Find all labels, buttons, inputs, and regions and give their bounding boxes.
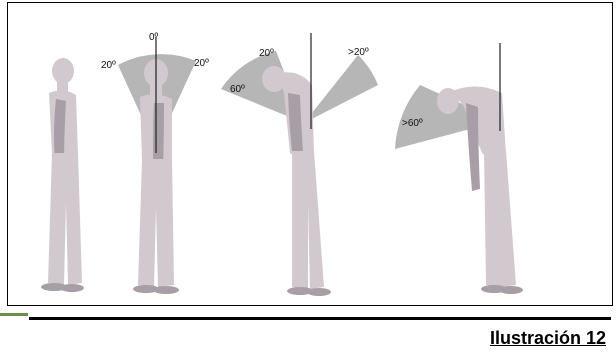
legs-shape xyxy=(48,153,82,285)
angle-label-left-20: 20º xyxy=(101,61,116,71)
angle-label-flexion-60: 60º xyxy=(230,85,245,95)
angle-label-extension-over-20: >20º xyxy=(348,48,369,58)
angle-label-flexion-over-60: >60º xyxy=(402,119,423,129)
posture-illustration xyxy=(8,3,613,306)
extension-sector xyxy=(304,55,378,123)
legs-shape xyxy=(138,159,174,287)
figure-neck-flexion-extreme xyxy=(395,43,523,294)
foot-shape xyxy=(307,288,331,296)
figure-caption: Ilustración 12 xyxy=(490,328,606,349)
legs-shape xyxy=(484,151,516,287)
caption-rule xyxy=(29,317,611,320)
foot-shape xyxy=(499,286,523,294)
legs-shape xyxy=(292,151,324,289)
angle-label-zero: 0º xyxy=(149,33,158,43)
head-shape xyxy=(52,58,74,84)
figure-neck-flexion-moderate xyxy=(221,33,378,296)
angle-label-right-20: 20º xyxy=(194,59,209,69)
foot-shape xyxy=(60,284,84,292)
figure-neck-upright-range xyxy=(118,37,196,294)
illustration-frame: 0º 20º 20º 20º 60º >20º >60º xyxy=(7,2,613,306)
foot-shape xyxy=(153,286,179,294)
angle-label-flexion-20: 20º xyxy=(259,49,274,59)
figure-standing-side-view xyxy=(41,58,84,292)
arm-shape xyxy=(466,103,480,191)
accent-bar xyxy=(0,313,28,316)
